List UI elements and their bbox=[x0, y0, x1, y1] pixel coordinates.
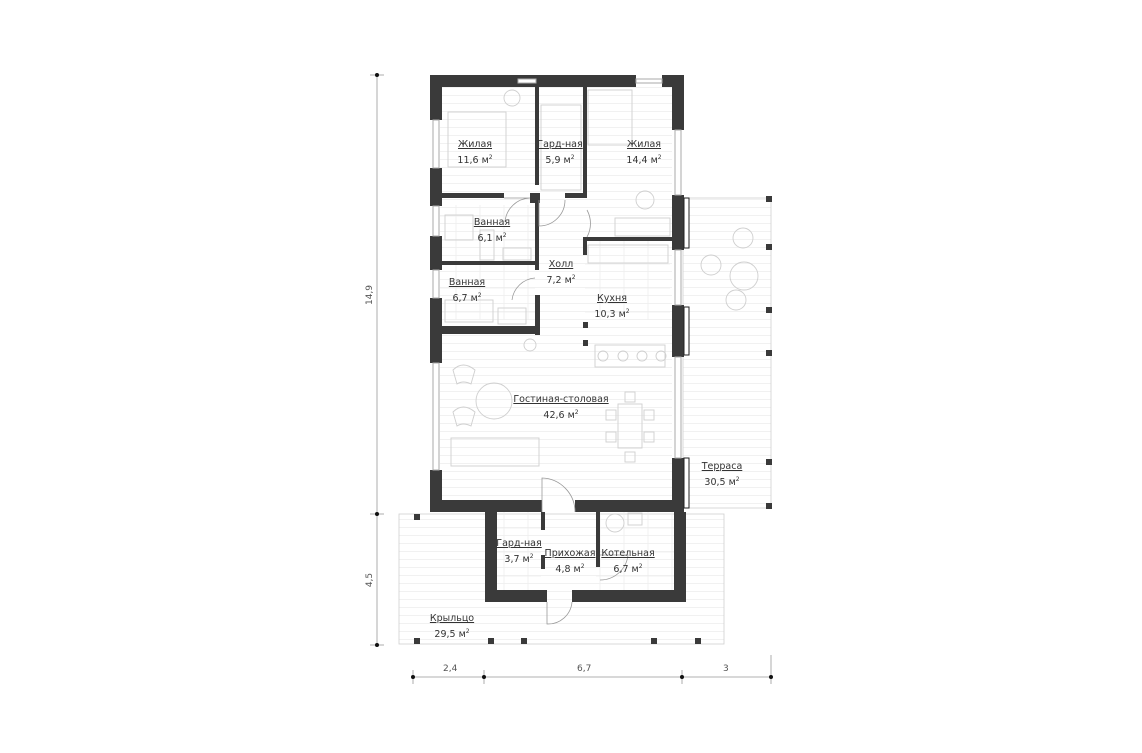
doors bbox=[504, 197, 629, 625]
dimension-label-height-porch: 4,5 bbox=[365, 572, 376, 588]
posts bbox=[414, 196, 772, 644]
dimension-label-width-house: 6,7 bbox=[577, 664, 592, 674]
dimension-label-width-porch: 2,4 bbox=[443, 664, 458, 674]
dimension-label-width-terrace: 3 bbox=[723, 664, 729, 674]
furniture bbox=[444, 89, 759, 533]
floors bbox=[398, 85, 772, 645]
windows bbox=[432, 78, 690, 509]
walls bbox=[430, 75, 686, 602]
dimension-label-height-main: 14,9 bbox=[365, 284, 376, 306]
